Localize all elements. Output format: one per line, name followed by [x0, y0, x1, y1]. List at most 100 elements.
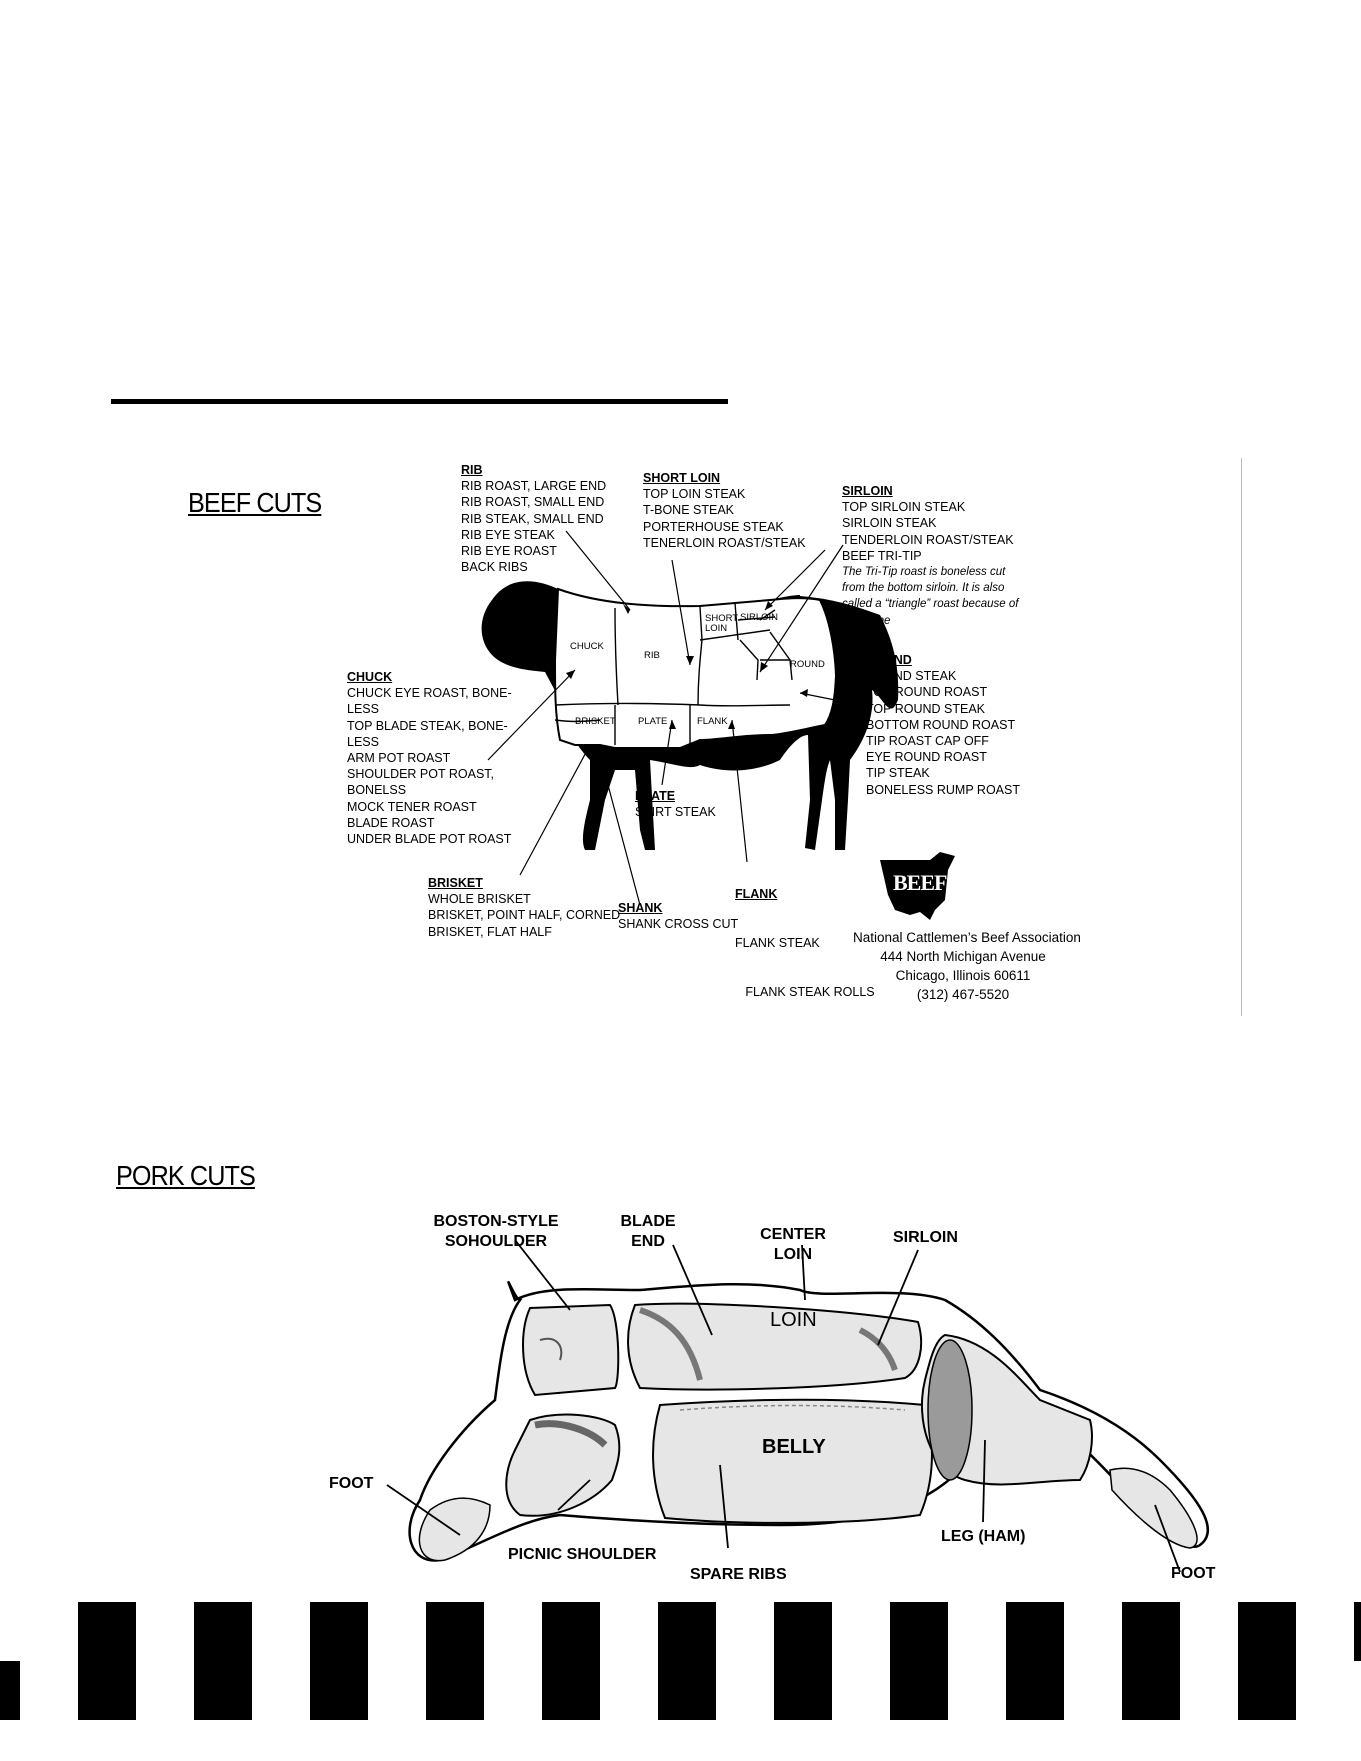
pig-illustration [386, 1239, 1210, 1573]
checker-square [1122, 1661, 1180, 1720]
list-item: UNDER BLADE POT ROAST [347, 832, 512, 847]
list-item: TIP STEAK [866, 766, 930, 781]
chuck-group: CHUCK CHUCK EYE ROAST, BONE- LESS TOP BL… [347, 669, 512, 847]
list-item: SHOULDER POT ROAST, [347, 767, 495, 782]
short-loin-heading: SHORT LOIN [643, 471, 721, 485]
cow-label-flank: FLANK [697, 716, 728, 727]
list-item: RIB EYE ROAST [461, 544, 557, 559]
checker-square [890, 1661, 948, 1720]
header-rule [111, 399, 728, 404]
list-item: BOTTOM ROUND ROAST [866, 717, 1016, 732]
checker-square [774, 1602, 832, 1661]
cow-label-rib: RIB [644, 650, 660, 661]
brisket-heading: BRISKET [428, 876, 483, 890]
list-item: RIB EYE STEAK [461, 527, 555, 542]
list-item: TOP SIRLOIN STEAK [842, 500, 966, 515]
checker-square [1238, 1602, 1296, 1661]
sirloin-heading: SIRLOIN [842, 484, 893, 498]
association-address: National Cattlemen’s Beef Association 44… [853, 928, 1081, 1004]
list-item: BACK RIBS [461, 560, 528, 575]
cow-label-chuck: CHUCK [570, 641, 604, 652]
association-name: National Cattlemen’s Beef Association [853, 930, 1081, 945]
list-item: LESS [347, 702, 379, 717]
pork-label-belly: BELLY [762, 1436, 826, 1458]
plate-heading: PLATE [635, 789, 676, 803]
checker-square [78, 1661, 136, 1720]
checker-square [1006, 1661, 1064, 1720]
association-street: 444 North Michigan Avenue [880, 949, 1046, 964]
beef-cuts-title: BEEF CUTS [188, 487, 322, 518]
pork-label-foot-back: FOOT [1171, 1565, 1216, 1582]
checker-square [774, 1661, 832, 1720]
round-heading: ROUND [866, 653, 912, 667]
tri-tip-note: The Tri-Tip roast is boneless cut [842, 566, 1006, 579]
list-item: BRISKET, POINT HALF, CORNED [428, 908, 621, 923]
list-item: BLADE ROAST [347, 815, 435, 830]
checker-square [426, 1661, 484, 1720]
list-item: TOP ROUND ROAST [866, 685, 988, 700]
checker-square [310, 1602, 368, 1661]
checker-square [542, 1661, 600, 1720]
cow-label-short-loin: SHORT LOIN [705, 613, 739, 634]
list-item: T-BONE STEAK [643, 503, 734, 518]
list-item: EYE ROUND ROAST [866, 750, 987, 765]
list-item: TOP ROUND STEAK [866, 701, 986, 716]
pork-label-loin: LOIN [770, 1309, 817, 1331]
pork-label-leg-ham: LEG (HAM) [941, 1528, 1026, 1545]
pork-diagram [0, 1180, 1361, 1600]
tri-tip-note: from the bottom sirloin. It is also [842, 582, 1005, 595]
list-item: BONELESS RUMP ROAST [866, 782, 1020, 797]
short-loin-group: SHORT LOIN TOP LOIN STEAK T-BONE STEAK P… [643, 470, 806, 551]
list-item: SHANK CROSS CUT [618, 917, 739, 932]
association-city: Chicago, Illinois 60611 [895, 968, 1031, 983]
cow-label-brisket: BRISKET [575, 716, 616, 727]
tri-tip-note: it’s shape [842, 614, 891, 627]
rib-heading: RIB [461, 463, 483, 477]
checker-square [658, 1661, 716, 1720]
checker-square [194, 1602, 252, 1661]
beef-logo-shape [880, 852, 955, 920]
checker-square [1006, 1602, 1064, 1661]
cow-label-round: ROUND [790, 659, 825, 670]
list-item: TIP ROAST CAP OFF [866, 734, 989, 749]
list-item: FLANK STEAK [735, 936, 820, 951]
pork-label-foot-front: FOOT [329, 1475, 374, 1492]
tri-tip-note: called a “triangle” roast because of [842, 598, 1019, 611]
flank-heading: FLANK [735, 887, 778, 902]
checker-square [426, 1602, 484, 1661]
cow-illustration [481, 530, 955, 920]
list-item: BRISKET, FLAT HALF [428, 924, 552, 939]
round-group: ROUND ROUND STEAK TOP ROUND ROAST TOP RO… [866, 652, 1020, 798]
list-item: SIRLOIN STEAK [842, 516, 937, 531]
checkerboard-pattern [0, 1602, 1361, 1720]
cow-label-plate: PLATE [638, 716, 668, 727]
pork-label-sirloin: SIRLOIN [893, 1229, 958, 1246]
checker-square [0, 1661, 20, 1720]
pork-label-picnic-shoulder: PICNIC SHOULDER [508, 1546, 657, 1563]
list-item: BEEF TRI-TIP [842, 548, 922, 563]
checkerboard-border [0, 1602, 1361, 1730]
shank-heading: SHANK [618, 901, 663, 915]
pork-cuts-title: PORK CUTS [116, 1160, 256, 1191]
checker-square [890, 1602, 948, 1661]
checker-square [1238, 1661, 1296, 1720]
checker-square [194, 1661, 252, 1720]
list-item: WHOLE BRISKET [428, 892, 531, 907]
list-item: TOP BLADE STEAK, BONE- [347, 718, 508, 733]
rib-group: RIB RIB ROAST, LARGE END RIB ROAST, SMAL… [461, 462, 606, 575]
beef-diagram [481, 530, 955, 920]
brisket-group: BRISKET WHOLE BRISKET BRISKET, POINT HAL… [428, 875, 620, 940]
pork-label-spare-ribs: SPARE RIBS [690, 1566, 787, 1583]
checker-square [310, 1661, 368, 1720]
list-item: CHUCK EYE ROAST, BONE- [347, 686, 512, 701]
cow-label-sirloin: SIRLOIN [740, 612, 779, 623]
beef-logo-text: BEEF [893, 870, 947, 895]
list-item: TENERLOIN ROAST/STEAK [643, 535, 806, 550]
flank-group: FLANK FLANK STEAK FLANK STEAK ROLLS [735, 854, 875, 1016]
list-item: BONELSS [347, 783, 407, 798]
list-item: ROUND STEAK [866, 669, 957, 684]
checker-square [1122, 1602, 1180, 1661]
